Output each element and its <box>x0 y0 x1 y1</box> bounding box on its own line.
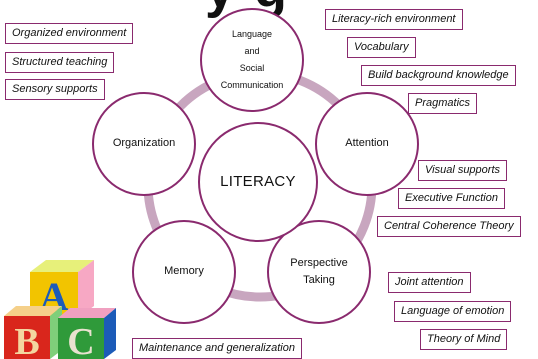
center-label: LITERACY <box>220 172 296 190</box>
tag-sensory-supports: Sensory supports <box>5 79 105 100</box>
tag-language-of-emotion: Language of emotion <box>394 301 512 322</box>
node-language-social-communication: Language and Social Communication <box>200 8 304 112</box>
node-perspective-label: Perspective Taking <box>290 256 348 286</box>
tag-executive-function: Executive Function <box>398 188 505 209</box>
block-b-letter: B <box>14 321 39 359</box>
tag-visual-supports: Visual supports <box>418 160 508 181</box>
node-organization: Organization <box>92 92 196 196</box>
node-memory-label: Memory <box>164 265 204 278</box>
tag-structured-teaching: Structured teaching <box>5 52 115 73</box>
node-memory: Memory <box>132 220 236 324</box>
tag-maintenance-generalization: Maintenance and generalization <box>132 338 302 359</box>
node-literacy-center: LITERACY <box>198 122 318 242</box>
abc-blocks-image: A B C <box>4 260 116 359</box>
node-perspective-taking: Perspective Taking <box>267 220 371 324</box>
block-c-letter: C <box>67 321 94 359</box>
tag-theory-of-mind: Theory of Mind <box>420 329 508 350</box>
tag-pragmatics: Pragmatics <box>408 93 478 114</box>
node-language-label: Language and Social Communication <box>220 28 284 91</box>
tag-literacy-rich-environment: Literacy-rich environment <box>325 9 463 30</box>
node-attention: Attention <box>315 92 419 196</box>
tag-organized-environment: Organized environment <box>5 23 134 44</box>
tag-vocabulary: Vocabulary <box>347 37 416 58</box>
tag-build-background-knowledge: Build background knowledge <box>361 65 516 86</box>
node-attention-label: Attention <box>345 137 389 150</box>
tag-central-coherence-theory: Central Coherence Theory <box>377 216 521 237</box>
node-organization-label: Organization <box>112 137 176 150</box>
tag-joint-attention: Joint attention <box>388 272 471 293</box>
